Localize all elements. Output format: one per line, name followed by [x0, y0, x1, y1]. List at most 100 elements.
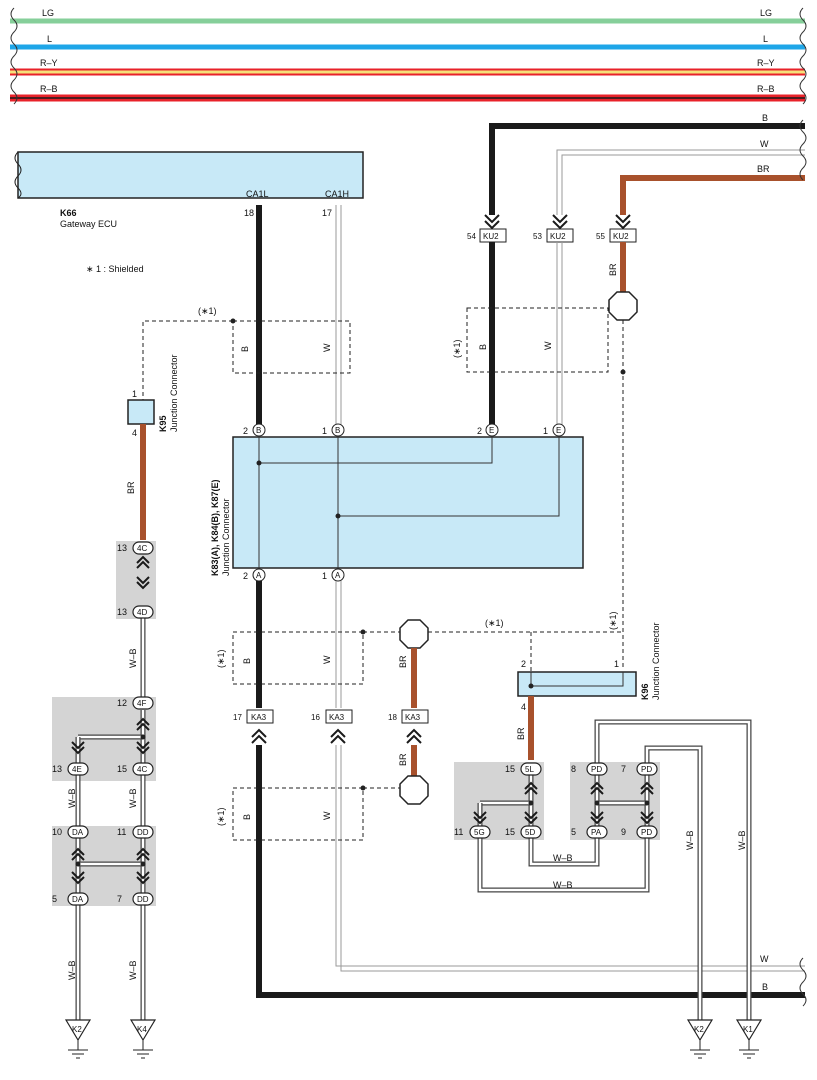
oval-connector-cpa: [586, 825, 608, 839]
shield-box-middle: [232, 631, 623, 685]
wire-wb-left-2: W–B: [67, 788, 77, 808]
chevron-splice-8: [71, 871, 85, 885]
ecu-pin-label-ca1l: CA1L: [246, 189, 269, 199]
shield-box-3-w: W: [322, 655, 332, 664]
oval-code-cpa: PA: [591, 828, 602, 837]
oval-code-c5g: 5G: [474, 828, 485, 837]
junction-pin-1e-num: 1: [543, 426, 548, 436]
ka3-17-box: [246, 709, 274, 724]
junction-connector-main: K83(A), K84(B), K87(E) Junction Connecto…: [210, 423, 584, 582]
junction-body: [232, 436, 584, 569]
ground-triangle-2: [129, 1019, 157, 1042]
k96-node: [528, 683, 534, 689]
ground-label-1: K2: [72, 1025, 82, 1034]
chevron-splice-16: [640, 811, 654, 825]
chevron-splice-2: [136, 576, 150, 590]
oval-code-c4c_b: 4C: [137, 765, 147, 774]
oval-connector-cdd2: [132, 892, 154, 906]
wire-b-bottom: [256, 745, 805, 998]
wire-br-right: [620, 175, 805, 215]
oval-num-cpd2: 7: [621, 764, 626, 774]
chevron-splice-4: [136, 741, 150, 755]
chevron-ka3-16: [330, 728, 346, 744]
oval-num-c5l: 15: [505, 764, 515, 774]
splice-node-1: [140, 734, 146, 740]
bus-label-l-left: L: [47, 34, 52, 44]
octagon-upper-right: [608, 291, 638, 321]
ka3-17-code: KA3: [251, 713, 267, 722]
oval-code-cpd2: PD: [641, 765, 652, 774]
chevron-splice-1: [136, 555, 150, 569]
chevron-splice-9: [136, 871, 150, 885]
k96-pin-a: 2: [521, 659, 526, 669]
ecu-pin-number-18: 18: [244, 208, 254, 218]
oval-num-cdd1: 11: [117, 827, 126, 837]
junction-internal-w-e: [338, 436, 560, 517]
bus-label-lg-left: LG: [42, 8, 54, 18]
ka3-16-box: [325, 709, 353, 724]
shield-label-2: (∗1): [452, 339, 462, 358]
ku2-54-num: 54: [467, 232, 476, 241]
junction-pin-2b-num: 2: [243, 426, 248, 436]
bus-wires: LG LG L L R–Y R–Y R–B R–B: [10, 7, 807, 105]
junction-internal-b-e: [259, 436, 493, 464]
oval-connector-c4f: [132, 696, 154, 710]
wire-wb-mid-2: W–B: [553, 880, 573, 890]
ku2-53-code: KU2: [550, 232, 566, 241]
k95-id: K95: [158, 415, 168, 432]
bus-label-l-right: L: [763, 34, 768, 44]
ka3-connectors: KA3 17 KA3 16 KA3 18: [233, 709, 429, 724]
shield-box-1: [232, 320, 351, 374]
k96-connector: 2 1 4 K96 Junction Connector: [517, 622, 661, 712]
ku2-chevrons: [484, 214, 631, 230]
wire-wb-left-4: W–B: [67, 960, 77, 980]
ku2-53-num: 53: [533, 232, 542, 241]
k95-body: [127, 399, 155, 425]
oval-connector-cda1: [67, 825, 89, 839]
gateway-ecu: CA1L CA1H 18 17 K66 Gateway ECU: [14, 151, 364, 229]
oval-connector-cpd1: [586, 762, 608, 776]
oval-code-c4f: 4F: [137, 699, 146, 708]
oval-code-cdd1: DD: [137, 828, 149, 837]
ecu-body: [17, 151, 364, 199]
chevron-ku2-53: [552, 214, 568, 230]
ka3-18-code: KA3: [405, 713, 421, 722]
splice-node-2: [140, 861, 146, 867]
ku2-55-num: 55: [596, 232, 605, 241]
bus-label-rb-left: R–B: [40, 84, 58, 94]
shield-label-5: (∗1): [216, 649, 226, 668]
octagon-middle: [399, 619, 429, 649]
oval-num-c4f: 12: [117, 698, 127, 708]
shield-label-6: (∗1): [216, 807, 226, 826]
junction-pin-1a-letter: A: [335, 571, 341, 580]
chevron-splice-6: [71, 847, 85, 861]
wire-w-right-a: [556, 149, 805, 215]
junction-pin-1e-letter: E: [556, 426, 561, 435]
wire-wb-right-2: W–B: [737, 830, 747, 850]
shield-box-2-w: W: [543, 341, 553, 350]
ka3-18-box: [401, 709, 429, 724]
chevron-splice-11: [590, 781, 604, 795]
oval-connector-c4c_b: [132, 762, 154, 776]
junction-pin-2e-num: 2: [477, 426, 482, 436]
oval-connector-cpd3: [636, 825, 658, 839]
oval-num-cpa: 5: [571, 827, 576, 837]
oval-num-c5g: 11: [454, 827, 463, 837]
oval-num-c4c_a: 13: [117, 543, 127, 553]
oval-connector-c5d: [520, 825, 542, 839]
shield-box-3-b: B: [242, 658, 252, 664]
k95-connector: 1 4 K95 Junction Connector: [127, 354, 179, 438]
wire-wb-right-1: W–B: [685, 830, 695, 850]
bus-label-lg-right: LG: [760, 8, 772, 18]
shield-box-4: [232, 787, 364, 841]
oval-connector-c4d: [132, 605, 154, 619]
bus-label-rb-right: R–B: [757, 84, 775, 94]
oval-code-c4e: 4E: [72, 765, 82, 774]
shield-box-2: [466, 307, 609, 373]
wire-wb-pd8-k1-inner: [595, 720, 751, 1020]
shield-box-1-b: B: [240, 346, 250, 352]
ecu-pin-label-ca1h: CA1H: [325, 189, 349, 199]
shield-joint-3: [360, 629, 366, 635]
